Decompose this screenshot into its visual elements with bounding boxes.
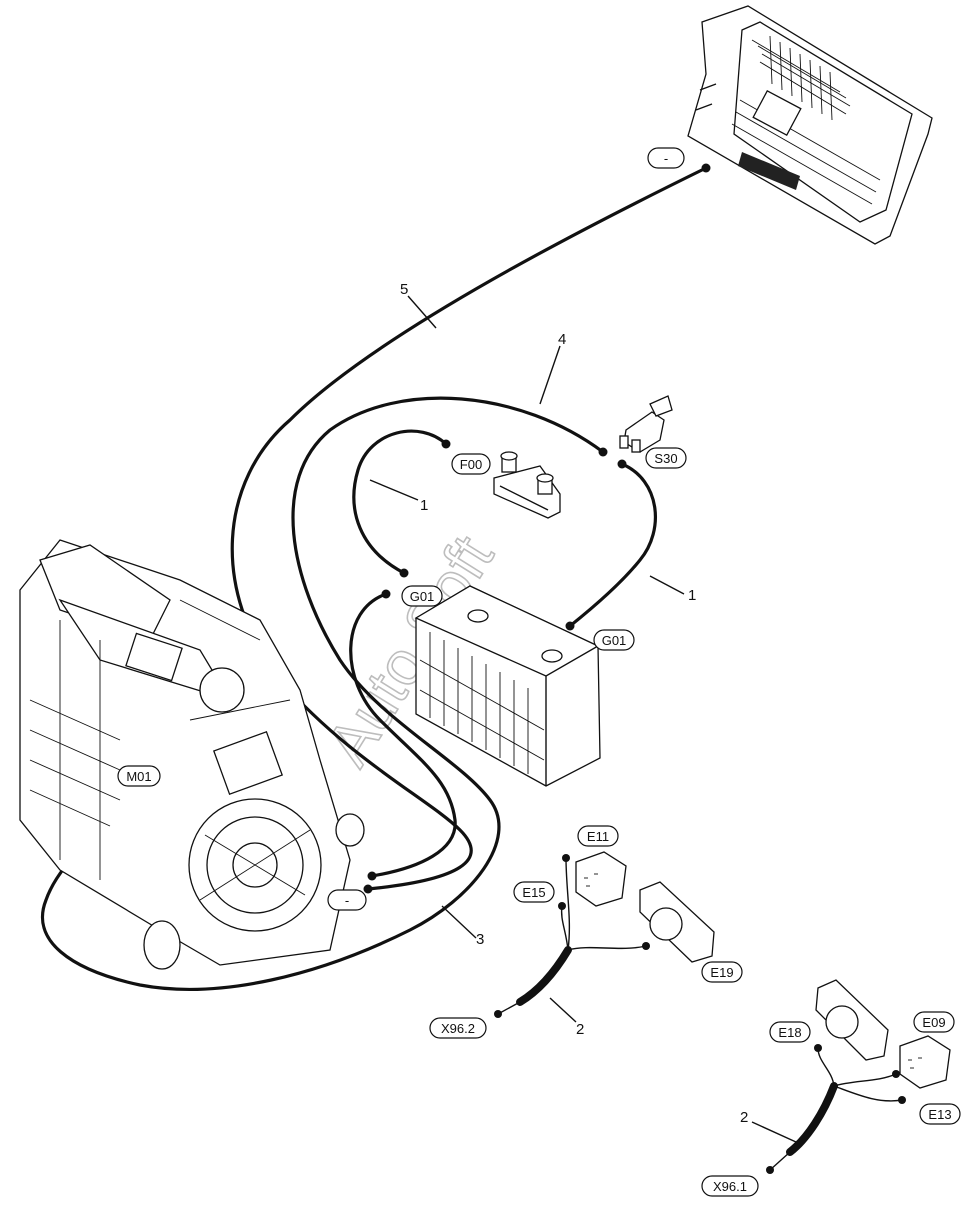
item-number-1-left: 1	[420, 497, 428, 514]
cable-3-terminal-chassis	[367, 871, 377, 881]
svg-text:E19: E19	[710, 965, 733, 980]
label-g01-left: G01	[401, 585, 443, 607]
lamp-e11	[575, 851, 627, 907]
svg-text:E09: E09	[922, 1015, 945, 1030]
cable-1-left-terminal-g01	[399, 568, 409, 578]
label-e11: E11	[577, 825, 619, 847]
item-number-2-left: 2	[576, 1021, 584, 1038]
cable-1-right-terminal-g01	[565, 621, 575, 631]
harness-2-left	[494, 854, 650, 1018]
label-minus-top: -	[647, 147, 685, 169]
cable-1-right-terminal-s30	[617, 459, 627, 469]
svg-text:E11: E11	[587, 829, 609, 844]
cable-1-left-terminal-f00	[441, 439, 451, 449]
label-s30: S30	[645, 447, 687, 469]
item-number-2-right: 2	[740, 1109, 748, 1126]
svg-text:-: -	[664, 151, 668, 166]
svg-text:E18: E18	[778, 1025, 801, 1040]
cable-3	[349, 592, 457, 878]
lamp-e09	[899, 1035, 951, 1089]
engine	[19, 539, 365, 970]
fuse-holder	[493, 451, 561, 519]
cable-4-terminal-s30	[598, 447, 608, 457]
svg-text:X96.1: X96.1	[713, 1179, 747, 1194]
svg-text:E13: E13	[928, 1107, 951, 1122]
label-e13: E13	[919, 1103, 961, 1125]
svg-text:S30: S30	[654, 451, 677, 466]
label-e19: E19	[701, 961, 743, 983]
svg-text:G01: G01	[602, 633, 627, 648]
svg-text:X96.2: X96.2	[441, 1021, 475, 1036]
svg-text:F00: F00	[460, 457, 482, 472]
lamp-e18	[815, 979, 889, 1061]
label-x96-2: X96.2	[429, 1017, 487, 1039]
svg-text:E15: E15	[522, 885, 545, 900]
label-m01: M01	[117, 765, 161, 787]
lamp-e19	[639, 881, 715, 963]
item-number-5: 5	[400, 281, 408, 298]
item-number-1-right: 1	[688, 587, 696, 604]
label-e18: E18	[769, 1021, 811, 1043]
svg-text:M01: M01	[126, 769, 151, 784]
label-x96-1: X96.1	[701, 1175, 759, 1197]
label-e09: E09	[913, 1011, 955, 1033]
label-f00: F00	[451, 453, 491, 475]
leader-lines	[369, 295, 797, 1143]
cable-3-terminal-battery	[381, 589, 391, 599]
cable-1-left	[352, 429, 448, 575]
cable-1-right	[568, 462, 658, 628]
cable-5-terminal-bottom	[363, 884, 373, 894]
item-number-4: 4	[558, 331, 566, 348]
item-number-3: 3	[476, 931, 484, 948]
label-g01-right: G01	[593, 629, 635, 651]
svg-text:G01: G01	[410, 589, 435, 604]
cable-4	[40, 396, 605, 991]
battery-switch	[619, 395, 673, 453]
label-minus-bottom: -	[327, 889, 367, 911]
svg-text:-: -	[345, 893, 349, 908]
cable-5-terminal-top	[701, 163, 711, 173]
control-panel	[687, 5, 933, 245]
harness-2-right	[766, 1044, 906, 1174]
cable-5	[230, 166, 708, 891]
label-e15: E15	[513, 881, 555, 903]
